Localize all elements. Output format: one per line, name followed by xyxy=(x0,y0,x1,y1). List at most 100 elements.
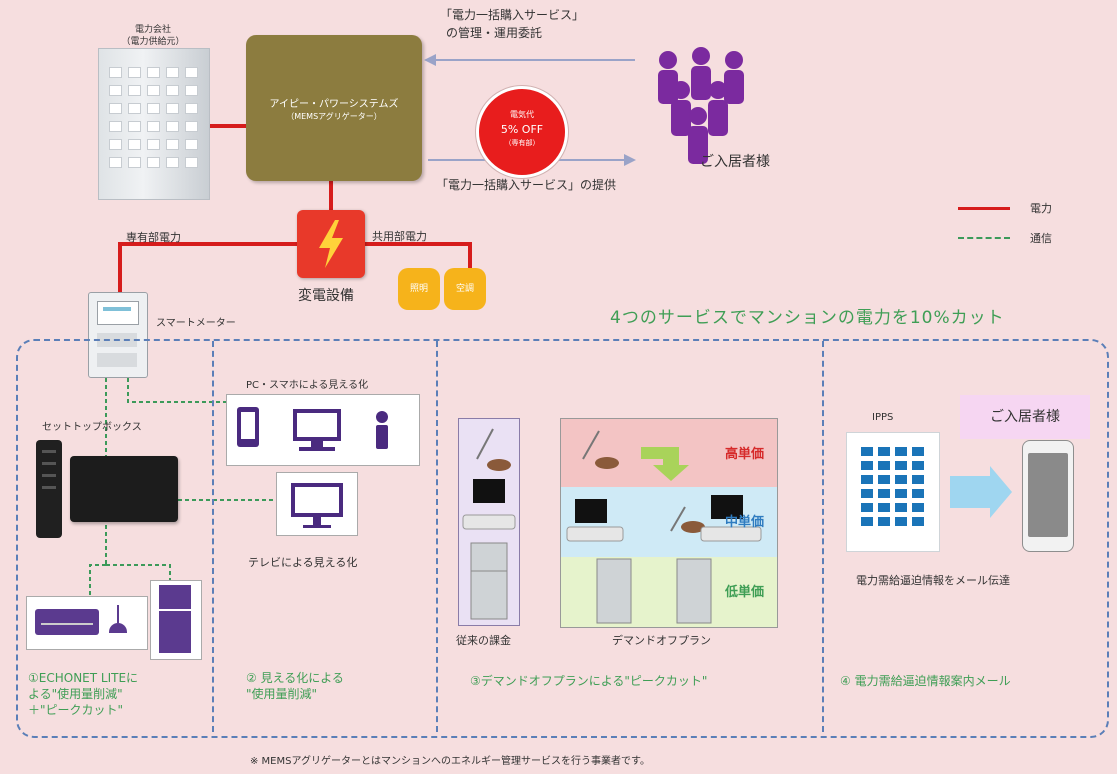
panel1-caption-line2: よる"使用量削減" xyxy=(28,687,123,701)
badge-line2: 5% OFF xyxy=(500,123,544,136)
building-window xyxy=(128,67,141,78)
lighting-badge: 照明 xyxy=(398,268,440,310)
conventional-appliances-icon xyxy=(462,428,516,620)
appliance-fridge-icon xyxy=(150,580,202,660)
legend-power-line xyxy=(958,207,1010,210)
building-window xyxy=(147,67,160,78)
aggregator-sub: （MEMSアグリゲーター） xyxy=(286,112,382,121)
services-panel xyxy=(16,339,1109,738)
building-window xyxy=(147,85,160,96)
building-window xyxy=(109,85,122,96)
ipps-building-window xyxy=(912,461,924,470)
panel1-caption: ①ECHONET LITEに よる"使用量削減" ＋"ピークカット" xyxy=(28,670,138,718)
building-window xyxy=(128,157,141,168)
building-window xyxy=(185,67,198,78)
pc-phone-icons xyxy=(237,407,388,451)
conventional-billing-graphic xyxy=(458,418,520,626)
ipps-building-window xyxy=(895,503,907,512)
building-window xyxy=(128,103,141,114)
mid-price-label: 中単価 xyxy=(725,515,765,530)
building-window xyxy=(147,139,160,150)
stb-label: セットトップボックス xyxy=(42,422,142,433)
building-window xyxy=(166,85,179,96)
building-window xyxy=(109,139,122,150)
ipps-building-window xyxy=(912,517,924,526)
panel1-caption-line1: ①ECHONET LITEに xyxy=(28,671,139,685)
demand-off-plan-graphic: 高単価 中単価 低単価 xyxy=(560,418,778,628)
ipps-building-window xyxy=(861,447,873,456)
low-price-label: 低単価 xyxy=(725,585,765,600)
ipps-building-window xyxy=(878,461,890,470)
high-price-label: 高単価 xyxy=(725,447,765,462)
ipps-building-window xyxy=(895,489,907,498)
badge-line3: （専有部） xyxy=(504,139,540,147)
remote-icon xyxy=(36,440,62,538)
consign-label-line2: の管理・運用委託 xyxy=(446,26,543,40)
ipps-building-window xyxy=(912,503,924,512)
building-window xyxy=(166,121,179,132)
building-window xyxy=(147,121,160,132)
ipps-building-window xyxy=(878,489,890,498)
residents-group-icon xyxy=(658,47,744,164)
panel2-caption-line1: ② 見える化による xyxy=(246,671,344,685)
ipps-building-window xyxy=(878,503,890,512)
panel2-caption-line2: "使用量削減" xyxy=(246,687,318,701)
tv-icon xyxy=(291,483,343,528)
ipps-building-window xyxy=(861,475,873,484)
tv-visualization-label: テレビによる見える化 xyxy=(248,556,358,569)
badge-line1: 電気代 xyxy=(510,110,534,119)
building-window xyxy=(185,121,198,132)
panel4-caption: ④ 電力需給逼迫情報案内メール xyxy=(840,674,1011,688)
building-window xyxy=(109,157,122,168)
pc-phone-box xyxy=(226,394,420,466)
ipps-building-window xyxy=(895,461,907,470)
building-window xyxy=(185,103,198,114)
set-top-box-icon xyxy=(70,456,178,522)
tv-box xyxy=(276,472,358,536)
ipps-building-window xyxy=(912,475,924,484)
ipps-building-window xyxy=(912,447,924,456)
power-company-label: 電力会社 （電力供給元） xyxy=(118,24,188,48)
services-title: 4つのサービスでマンションの電力を10%カット xyxy=(610,308,1005,328)
ipps-building-window xyxy=(895,447,907,456)
lightning-icon xyxy=(319,220,343,268)
ipps-label: IPPS xyxy=(872,412,894,423)
aggregator-name: アイピー・パワーシステムズ xyxy=(269,99,399,110)
footnote: ※ MEMSアグリゲーターとはマンションへのエネルギー管理サービスを行う事業者で… xyxy=(250,756,650,767)
consign-label-line1: 「電力一括購入サービス」 xyxy=(440,8,585,22)
ipps-building-icon xyxy=(846,432,940,552)
building-window xyxy=(109,121,122,132)
ipps-building-window xyxy=(895,517,907,526)
panel1-caption-line3: ＋"ピークカット" xyxy=(28,703,124,717)
ipps-building-window xyxy=(895,475,907,484)
residents-label: ご入居者様 xyxy=(700,154,770,170)
legend-comm-label: 通信 xyxy=(1030,232,1052,245)
building-window xyxy=(128,85,141,96)
substation-icon xyxy=(297,210,365,278)
ipps-building-window xyxy=(861,461,873,470)
ipps-building-window xyxy=(912,489,924,498)
smart-meter-label: スマートメーター xyxy=(156,318,236,329)
building-window xyxy=(128,139,141,150)
resident-highlight-label: ご入居者様 xyxy=(960,395,1090,439)
power-company-sub: （電力供給元） xyxy=(121,37,185,47)
ipps-building-window xyxy=(878,475,890,484)
building-window xyxy=(166,139,179,150)
smart-meter-icon xyxy=(88,292,148,378)
building-window xyxy=(185,139,198,150)
aggregator-box: アイピー・パワーシステムズ （MEMSアグリゲーター） xyxy=(246,35,422,181)
ipps-building-window xyxy=(861,517,873,526)
legend: 電力 通信 xyxy=(958,198,1078,248)
panel-divider-3 xyxy=(822,341,824,732)
power-company-name: 電力会社 xyxy=(134,25,171,35)
supply-info-label: 電力需給逼迫情報をメール伝達 xyxy=(856,574,1010,587)
demand-appliances-icon xyxy=(566,430,762,624)
building-window xyxy=(166,103,179,114)
panel2-caption: ② 見える化による "使用量削減" xyxy=(246,670,344,702)
pc-visualization-label: PC・スマホによる見える化 xyxy=(246,380,369,391)
demand-off-plan-label: デマンドオフプラン xyxy=(612,634,711,647)
discount-badge: 電気代 5% OFF （専有部） xyxy=(476,86,568,178)
building-window xyxy=(128,121,141,132)
provide-label: 「電力一括購入サービス」の提供 xyxy=(436,178,617,192)
panel-divider-1 xyxy=(212,341,214,732)
